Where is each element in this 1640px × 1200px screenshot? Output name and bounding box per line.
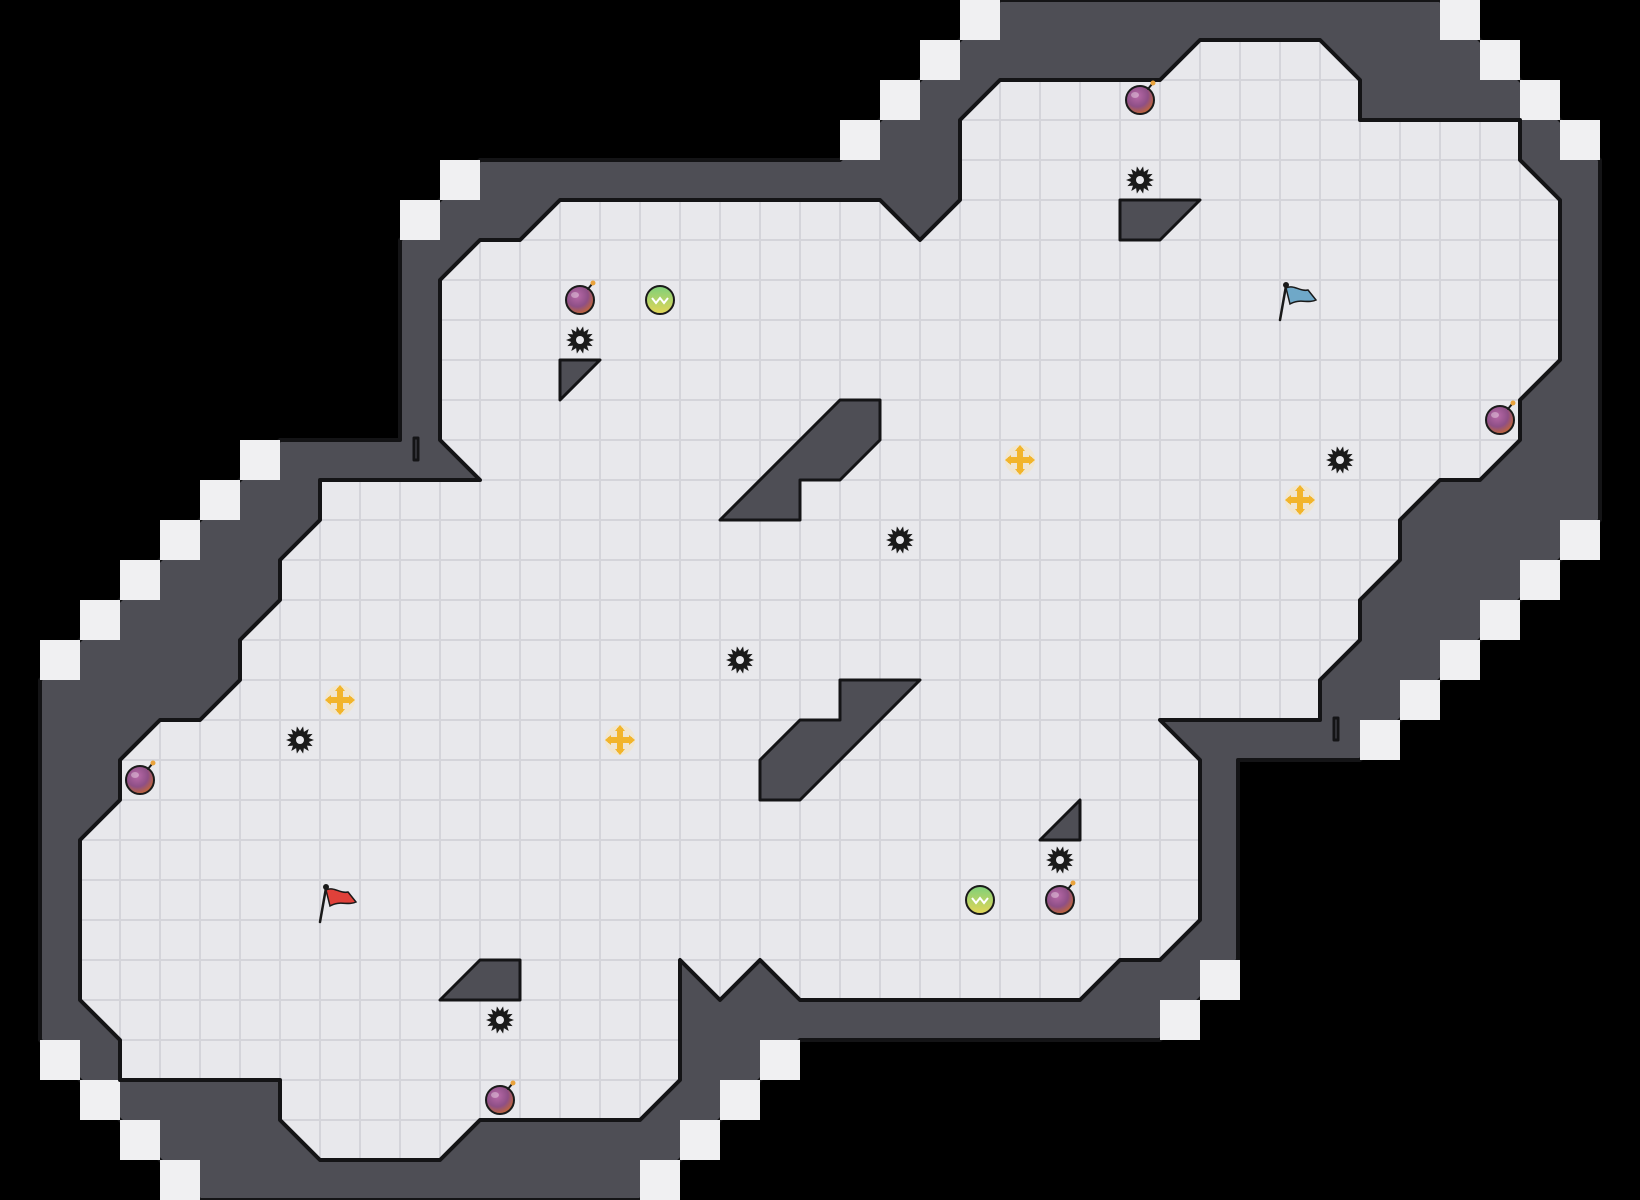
- bomb-icon[interactable]: [125, 760, 156, 795]
- spike-icon: [1126, 166, 1154, 194]
- wall-block: [438, 958, 522, 1002]
- wall-gate: [412, 436, 420, 462]
- spike-icon: [886, 526, 914, 554]
- powerup-icon[interactable]: [965, 885, 995, 915]
- bomb-icon[interactable]: [1045, 880, 1076, 915]
- wall-bevel: [40, 0, 1600, 1200]
- red-flag-icon[interactable]: [318, 884, 358, 924]
- boost-pad-icon[interactable]: [1285, 485, 1315, 515]
- inner-walls: [412, 198, 1340, 1002]
- blue-flag-icon[interactable]: [1278, 282, 1318, 322]
- spike-icon: [566, 326, 594, 354]
- spike-icon: [1046, 846, 1074, 874]
- bomb-icon[interactable]: [485, 1080, 516, 1115]
- spike-icon: [286, 726, 314, 754]
- spike-icon: [726, 646, 754, 674]
- bomb-icon[interactable]: [1485, 400, 1516, 435]
- wall-gate: [1332, 716, 1340, 742]
- spike-icon: [486, 1006, 514, 1034]
- wall-block: [1118, 198, 1202, 242]
- bomb-icon[interactable]: [1125, 80, 1156, 115]
- boost-pad-icon[interactable]: [605, 725, 635, 755]
- boost-pad-icon[interactable]: [325, 685, 355, 715]
- bomb-icon[interactable]: [565, 280, 596, 315]
- boost-pad-icon[interactable]: [1005, 445, 1035, 475]
- wall-block: [1038, 798, 1082, 842]
- powerup-icon[interactable]: [645, 285, 675, 315]
- wall-block: [718, 398, 882, 522]
- spike-icon: [1326, 446, 1354, 474]
- arena-floor[interactable]: [78, 38, 1562, 1162]
- wall-block: [758, 678, 922, 802]
- wall-block: [558, 358, 602, 402]
